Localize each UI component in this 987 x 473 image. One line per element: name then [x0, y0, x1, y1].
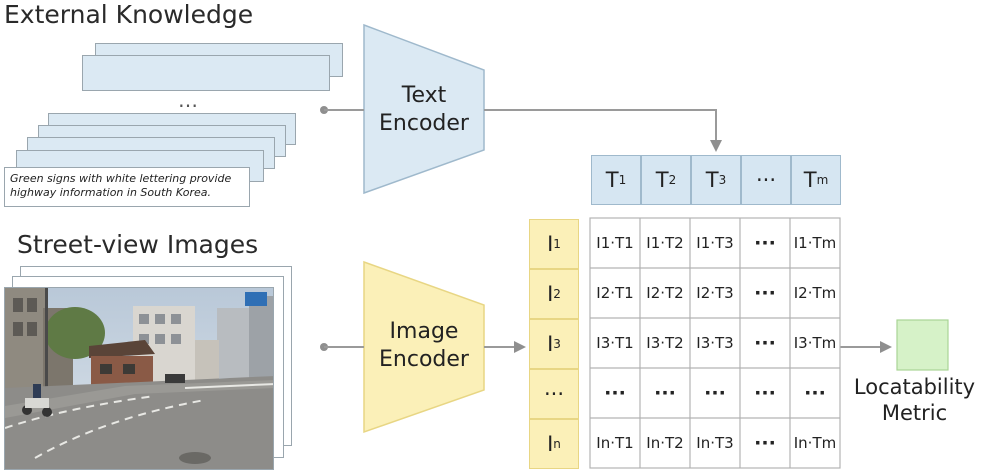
- matrix-cell: I3·T2: [646, 334, 684, 352]
- text-encoder-shape: [363, 23, 485, 195]
- matrix-cell: ···: [604, 382, 626, 404]
- image-encoder-line2: Encoder: [379, 347, 469, 372]
- matrix-cell: I3·T1: [596, 334, 634, 352]
- locatability-metric-box: [896, 319, 949, 371]
- matrix-cell: ···: [704, 382, 726, 404]
- text-encoder-line1: Text: [401, 83, 447, 108]
- locatability-metric-label: Locatability Metric: [842, 374, 987, 426]
- matrix-cell: I1·T1: [596, 234, 634, 252]
- arrow-head: [880, 341, 892, 353]
- connector-line: [484, 109, 717, 142]
- street-view-image: [4, 287, 274, 470]
- text-encoder-line2: Encoder: [379, 111, 469, 136]
- image-encoder-label: Image Encoder: [364, 318, 484, 374]
- matrix-cell: I3·T3: [696, 334, 734, 352]
- arrow-head: [710, 140, 722, 152]
- matrix-cell: ···: [754, 432, 776, 454]
- matrix-cell: ···: [754, 382, 776, 404]
- matrix-cell: I2·T2: [646, 284, 684, 302]
- text-encoder-label: Text Encoder: [364, 82, 484, 138]
- metric-line1: Locatability: [853, 375, 976, 399]
- matrix-cell: I2·Tm: [793, 284, 837, 302]
- matrix-cell: In·T1: [596, 434, 634, 452]
- matrix-cell: I3·Tm: [793, 334, 837, 352]
- knowledge-ellipsis: …: [178, 88, 198, 112]
- matrix-cell: ···: [754, 332, 776, 354]
- image-encoder-shape: [363, 260, 485, 434]
- knowledge-sheet: [82, 55, 330, 91]
- matrix-cell: ···: [804, 382, 826, 404]
- matrix-cell: ···: [654, 382, 676, 404]
- matrix-cell: ···: [754, 232, 776, 254]
- knowledge-caption: Green signs with white lettering provide…: [4, 167, 250, 207]
- matrix-cell: I1·Tm: [793, 234, 837, 252]
- matrix-cell: I1·T3: [696, 234, 734, 252]
- matrix-cell: In·T2: [646, 434, 684, 452]
- external-knowledge-heading: External Knowledge: [4, 0, 254, 29]
- matrix-cell: I2·T1: [596, 284, 634, 302]
- arrow-head: [514, 341, 526, 353]
- street-view-heading: Street-view Images: [17, 230, 259, 259]
- matrix-cell: I2·T3: [696, 284, 734, 302]
- matrix-cell: In·T3: [696, 434, 734, 452]
- image-encoder-line1: Image: [389, 319, 459, 344]
- image-embedding-cell: ···: [529, 369, 579, 419]
- matrix-cell: ···: [754, 282, 776, 304]
- similarity-matrix-grid: [589, 217, 841, 469]
- matrix-cell: I1·T2: [646, 234, 684, 252]
- matrix-cell: In·Tm: [793, 434, 837, 452]
- metric-line2: Metric: [881, 401, 948, 425]
- text-embedding-cell: ···: [741, 155, 791, 205]
